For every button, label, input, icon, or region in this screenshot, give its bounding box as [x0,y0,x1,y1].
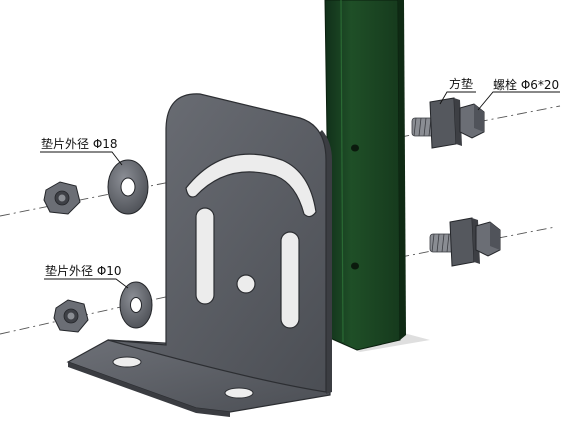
washer-10-label: 垫片外径 Φ10 [45,264,122,278]
square-washer-label: 方垫 [449,77,474,91]
bolt-label: 螺栓 Φ6*20 [493,78,560,92]
bracket-base-edge [68,362,230,417]
lower-bolt-thread [429,233,455,253]
leader-washer-18 [40,151,123,166]
post-hole-upper [351,144,359,152]
upper-bolt-thread [411,117,435,137]
washer-18-label: 垫片外径 Φ18 [41,137,118,151]
lower-square-washer [449,217,475,267]
vertical-slot-left [195,207,215,305]
lower-nut [53,299,89,333]
center-hole [236,274,256,294]
upper-nut [43,181,81,215]
lower-bolt-assembly [429,217,501,267]
bracket-vertical-edge [318,130,332,394]
post-front-face [324,0,401,351]
leader-lines [40,91,560,289]
green-post [324,0,430,352]
upper-bolt-assembly [411,97,485,149]
upper-square-washer [429,97,457,149]
leader-washer-10 [44,278,129,289]
lower-bolt-head-face [490,222,500,250]
axis-line-lower-right [359,226,556,266]
leader-square-washer [439,91,476,105]
vertical-slot-right [280,231,300,329]
base-hole-left [112,356,142,368]
base-hole-right [224,387,254,399]
leader-bolt [477,91,560,111]
l-bracket [66,93,332,417]
arc-slot [185,153,317,218]
upper-bolt-head-face [474,104,484,132]
washer-18 [107,159,149,215]
post-hole-lower [351,262,359,270]
washer-10 [119,281,153,329]
post-edge-line [340,0,344,343]
post-side-face [398,0,406,340]
